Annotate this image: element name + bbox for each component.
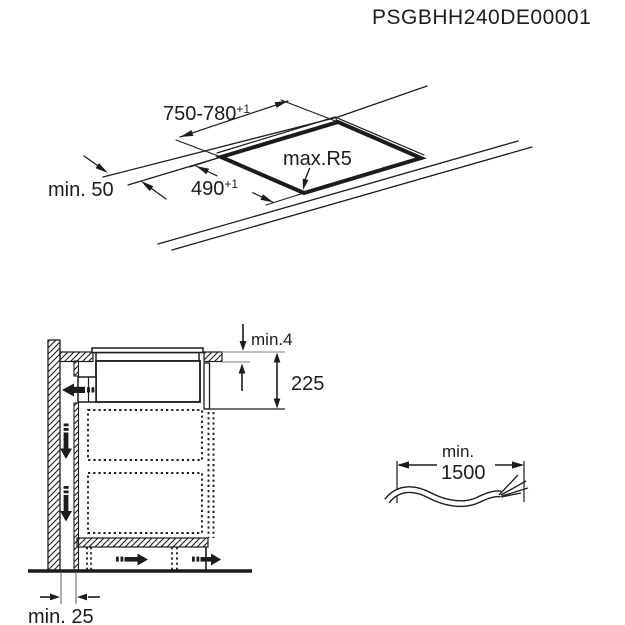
installation-depth-label: 225 [291,373,324,395]
cable-arrow-right [512,461,524,469]
surface-clearance-arrow-up [238,363,246,374]
wall-clearance-dimension: min. 25 [28,572,100,625]
cable-wire-strands [498,474,529,498]
hob-body [95,360,201,403]
edge-clearance-arrow-lower [141,181,154,192]
cabinet-bottom [76,537,209,548]
installation-depth-dimension: 225 [204,352,324,410]
part-number: PSGBHH240DE00001 [372,6,591,29]
installation-depth-arrow-bottom [273,398,281,409]
wall-clearance-arrow-right [77,593,87,601]
cable-core [385,487,502,506]
cabinet-side-top [203,362,211,410]
surface-clearance-dimension: min.4 [222,324,293,391]
drawer-outline-1 [87,409,203,461]
wall-clearance-arrow-left [50,593,60,601]
worktop-front-edge-line-1 [157,140,519,245]
wall [47,339,61,572]
airflow-arrow-left [62,383,95,397]
worktop-front-edge-line-2 [171,146,533,251]
depth-dimension-label: 490+1 [191,177,238,200]
cutout-rim-outline [216,116,425,156]
cutout-opening [215,119,427,196]
hob-glass [91,347,204,354]
cable-arrow-left [397,461,409,469]
worktop-right [203,351,223,363]
edge-clearance-dimension: min. 50 [48,155,167,201]
width-arrow-left [180,130,194,137]
width-dimension: 750-780+1 [163,99,339,158]
depth-arrow-left [196,166,210,175]
top-view-group: 750-780+1 490+1 min. 50 max.R5 [48,85,533,251]
corner-radius-label: max.R5 [283,148,352,170]
airflow-arrow-right-1 [116,553,148,566]
corner-radius-arrow [302,178,309,190]
surface-clearance-arrow-down [239,341,247,351]
airflow-arrow-down-1 [60,423,72,459]
depth-arrow-right [260,194,274,203]
surface-clearance-label: min.4 [251,330,293,349]
worktop-left [59,351,94,363]
wall-clearance-label: min. 25 [28,606,94,625]
section-view-group: min.4 225 min. 25 [28,324,324,625]
depth-dimension: 490+1 [189,156,305,206]
cable-group: min. 1500 [384,442,529,508]
back-panel-upper [73,360,80,377]
airflow-arrow-right-2 [192,553,221,566]
worktop-back-edge-line [102,85,428,178]
hob-frame [95,351,200,362]
cable-min-label: min. [442,442,474,461]
corner-radius-callout: max.R5 [283,148,352,190]
airflow-arrow-down-2 [60,486,72,522]
edge-clearance-arrow-upper [95,163,108,173]
width-dimension-label: 750-780+1 [163,102,250,125]
installation-depth-arrow-top [273,352,281,363]
back-panel [73,402,80,572]
edge-clearance-label: min. 50 [48,179,114,201]
cable-length-label: 1500 [441,462,486,484]
width-arrow-right [274,101,288,108]
drawer-outline-2 [87,472,203,534]
